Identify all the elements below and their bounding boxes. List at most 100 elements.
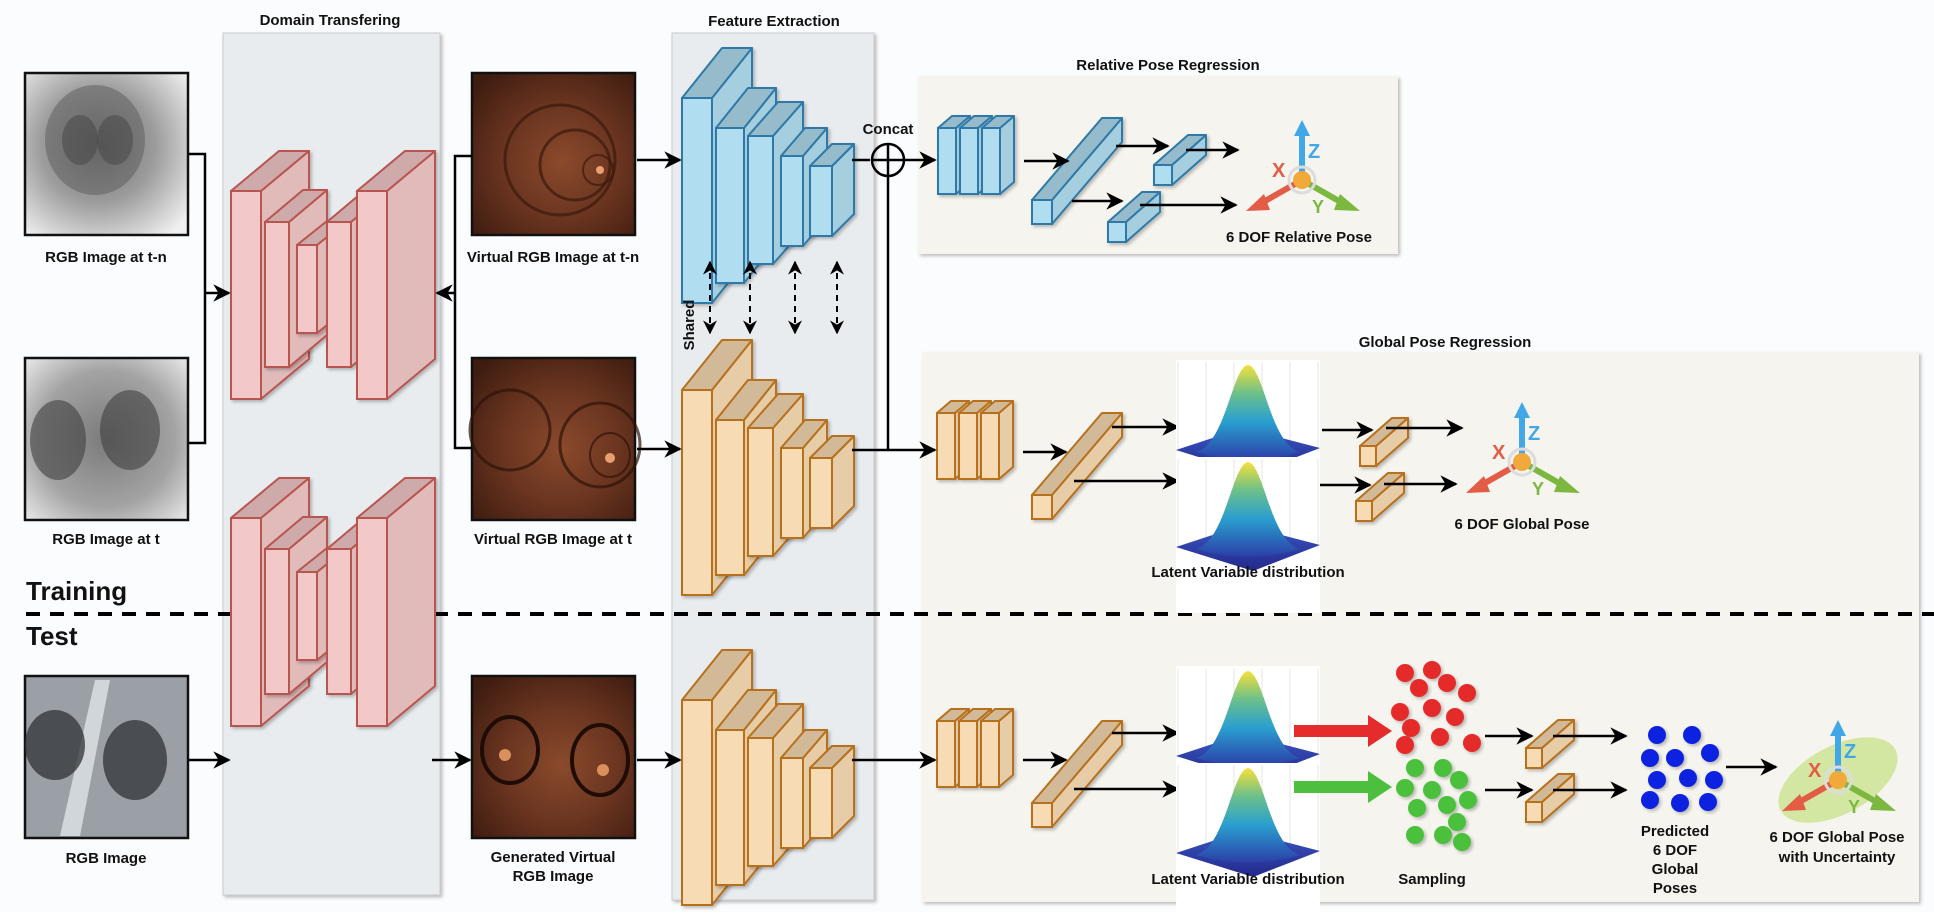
uncertainty-label-1: 6 DOF Global Pose (1769, 829, 1904, 846)
relative-fc-1 (1031, 117, 1123, 225)
axis-y-label: Y (1532, 479, 1544, 499)
green-samples-dot (1406, 759, 1424, 777)
red-samples (1391, 661, 1481, 754)
predicted-poses-dot (1641, 749, 1659, 767)
global-train-conv-3 (980, 400, 1014, 480)
red-samples-dot (1458, 684, 1476, 702)
predicted-poses-dot (1683, 726, 1701, 744)
global-test-fc-2 (1525, 719, 1575, 769)
red-samples-dot (1410, 679, 1428, 697)
green-samples-dot (1408, 799, 1426, 817)
predicted-label-2: 6 DOF (1653, 842, 1697, 859)
predicted-poses-dot (1666, 749, 1684, 767)
latent-distribution-label-test: Latent Variable distribution (1151, 871, 1344, 888)
generated-virtual-caption-1: Generated Virtual (491, 849, 616, 866)
rgb-image-t-n (23, 71, 190, 237)
green-samples-dot (1406, 826, 1424, 844)
latent-distribution-test-2 (1176, 763, 1320, 917)
global-train-fc-1 (1031, 412, 1123, 520)
relative-fc-2 (1153, 134, 1207, 186)
green-samples-dot (1459, 791, 1477, 809)
relative-pose-title: Relative Pose Regression (1076, 57, 1259, 74)
red-samples-dot (1402, 719, 1420, 737)
predicted-poses-dot (1701, 744, 1719, 762)
green-samples-dot (1453, 833, 1471, 851)
green-samples-dot (1450, 771, 1468, 789)
red-samples-dot (1396, 664, 1414, 682)
rgb-inputs-connector (188, 152, 207, 445)
global-test-fc-1 (1031, 720, 1123, 828)
latent-distribution-label-train: Latent Variable distribution (1151, 564, 1344, 581)
predicted-poses (1641, 726, 1723, 812)
red-samples-dot (1423, 699, 1441, 717)
global-pose-axes: ZX Y (1466, 402, 1580, 499)
predicted-poses-dot (1648, 771, 1666, 789)
green-samples-dot (1438, 796, 1456, 814)
predicted-label-4: Poses (1653, 880, 1697, 897)
global-pose-title: Global Pose Regression (1359, 334, 1532, 351)
global-test-conv-3 (980, 708, 1014, 788)
global-train-fc-2 (1359, 417, 1409, 467)
axis-x-label: X (1492, 442, 1506, 464)
red-samples-dot (1446, 708, 1464, 726)
global-pose-output-label: 6 DOF Global Pose (1454, 516, 1589, 533)
green-samples-dot (1434, 759, 1452, 777)
green-samples-dot (1448, 813, 1466, 831)
rgb-image-test-caption: RGB Image (66, 850, 147, 867)
axis-x-label: X (1272, 160, 1286, 182)
virtual-image-t (468, 356, 642, 522)
axis-z-label: Z (1844, 741, 1856, 763)
predicted-poses-dot (1699, 793, 1717, 811)
predicted-label-3: Global (1652, 861, 1699, 878)
encoder-t-layer-5 (809, 435, 855, 529)
predicted-poses-dot (1671, 794, 1689, 812)
rgb-image-t-n-caption: RGB Image at t-n (45, 249, 167, 266)
global-test-fc-3 (1525, 773, 1575, 823)
uncertainty-label-2: with Uncertainty (1778, 849, 1896, 866)
domain-transfer-title: Domain Transfering (260, 12, 401, 29)
virtual-image-t-caption: Virtual RGB Image at t (474, 531, 632, 548)
red-samples-dot (1423, 661, 1441, 679)
green-sampling-arrow (1294, 771, 1392, 803)
virtual-image-t-n (470, 71, 637, 237)
predicted-label-1: Predicted (1641, 823, 1709, 840)
sampling-label: Sampling (1398, 871, 1466, 888)
red-samples-dot (1463, 734, 1481, 752)
relative-conv-3 (981, 115, 1015, 195)
axis-y-label: Y (1312, 197, 1324, 217)
predicted-poses-dot (1648, 726, 1666, 744)
red-sampling-arrow (1294, 715, 1392, 747)
predicted-poses-dot (1679, 769, 1697, 787)
encoder-test-layer-5 (809, 745, 855, 839)
global-pose-panel (922, 352, 1919, 902)
green-samples-dot (1423, 781, 1441, 799)
axis-z-label: Z (1528, 423, 1540, 445)
encoder-t-n-layer-5 (809, 143, 855, 237)
axis-y-label: Y (1848, 797, 1860, 817)
red-samples-dot (1438, 674, 1456, 692)
axis-x-label: X (1808, 760, 1822, 782)
concat-label: Concat (863, 121, 914, 138)
test-label: Test (26, 621, 78, 651)
green-samples-dot (1434, 826, 1452, 844)
virtual-outputs-connector (453, 154, 472, 450)
red-samples-dot (1391, 703, 1409, 721)
domain-transfer-test-layer-5 (356, 477, 436, 727)
rgb-image-t-caption: RGB Image at t (52, 531, 160, 548)
green-samples-dot (1396, 779, 1414, 797)
red-samples-dot (1396, 736, 1414, 754)
predicted-poses-dot (1705, 771, 1723, 789)
relative-pose-output-label: 6 DOF Relative Pose (1226, 229, 1372, 246)
generated-virtual-image (470, 674, 637, 840)
axis-z-label: Z (1308, 141, 1320, 163)
latent-distribution-train-2 (1176, 457, 1320, 613)
generated-virtual-caption-2: RGB Image (513, 868, 594, 885)
uncertainty-pose-axes: ZX Y (1778, 720, 1898, 823)
feature-extraction-title: Feature Extraction (708, 13, 840, 30)
red-samples-dot (1431, 728, 1449, 746)
virtual-image-t-n-caption: Virtual RGB Image at t-n (467, 249, 639, 266)
domain-transfer-train-layer-5 (356, 150, 436, 400)
relative-fc-3 (1107, 191, 1161, 243)
rgb-image-test (23, 674, 190, 840)
